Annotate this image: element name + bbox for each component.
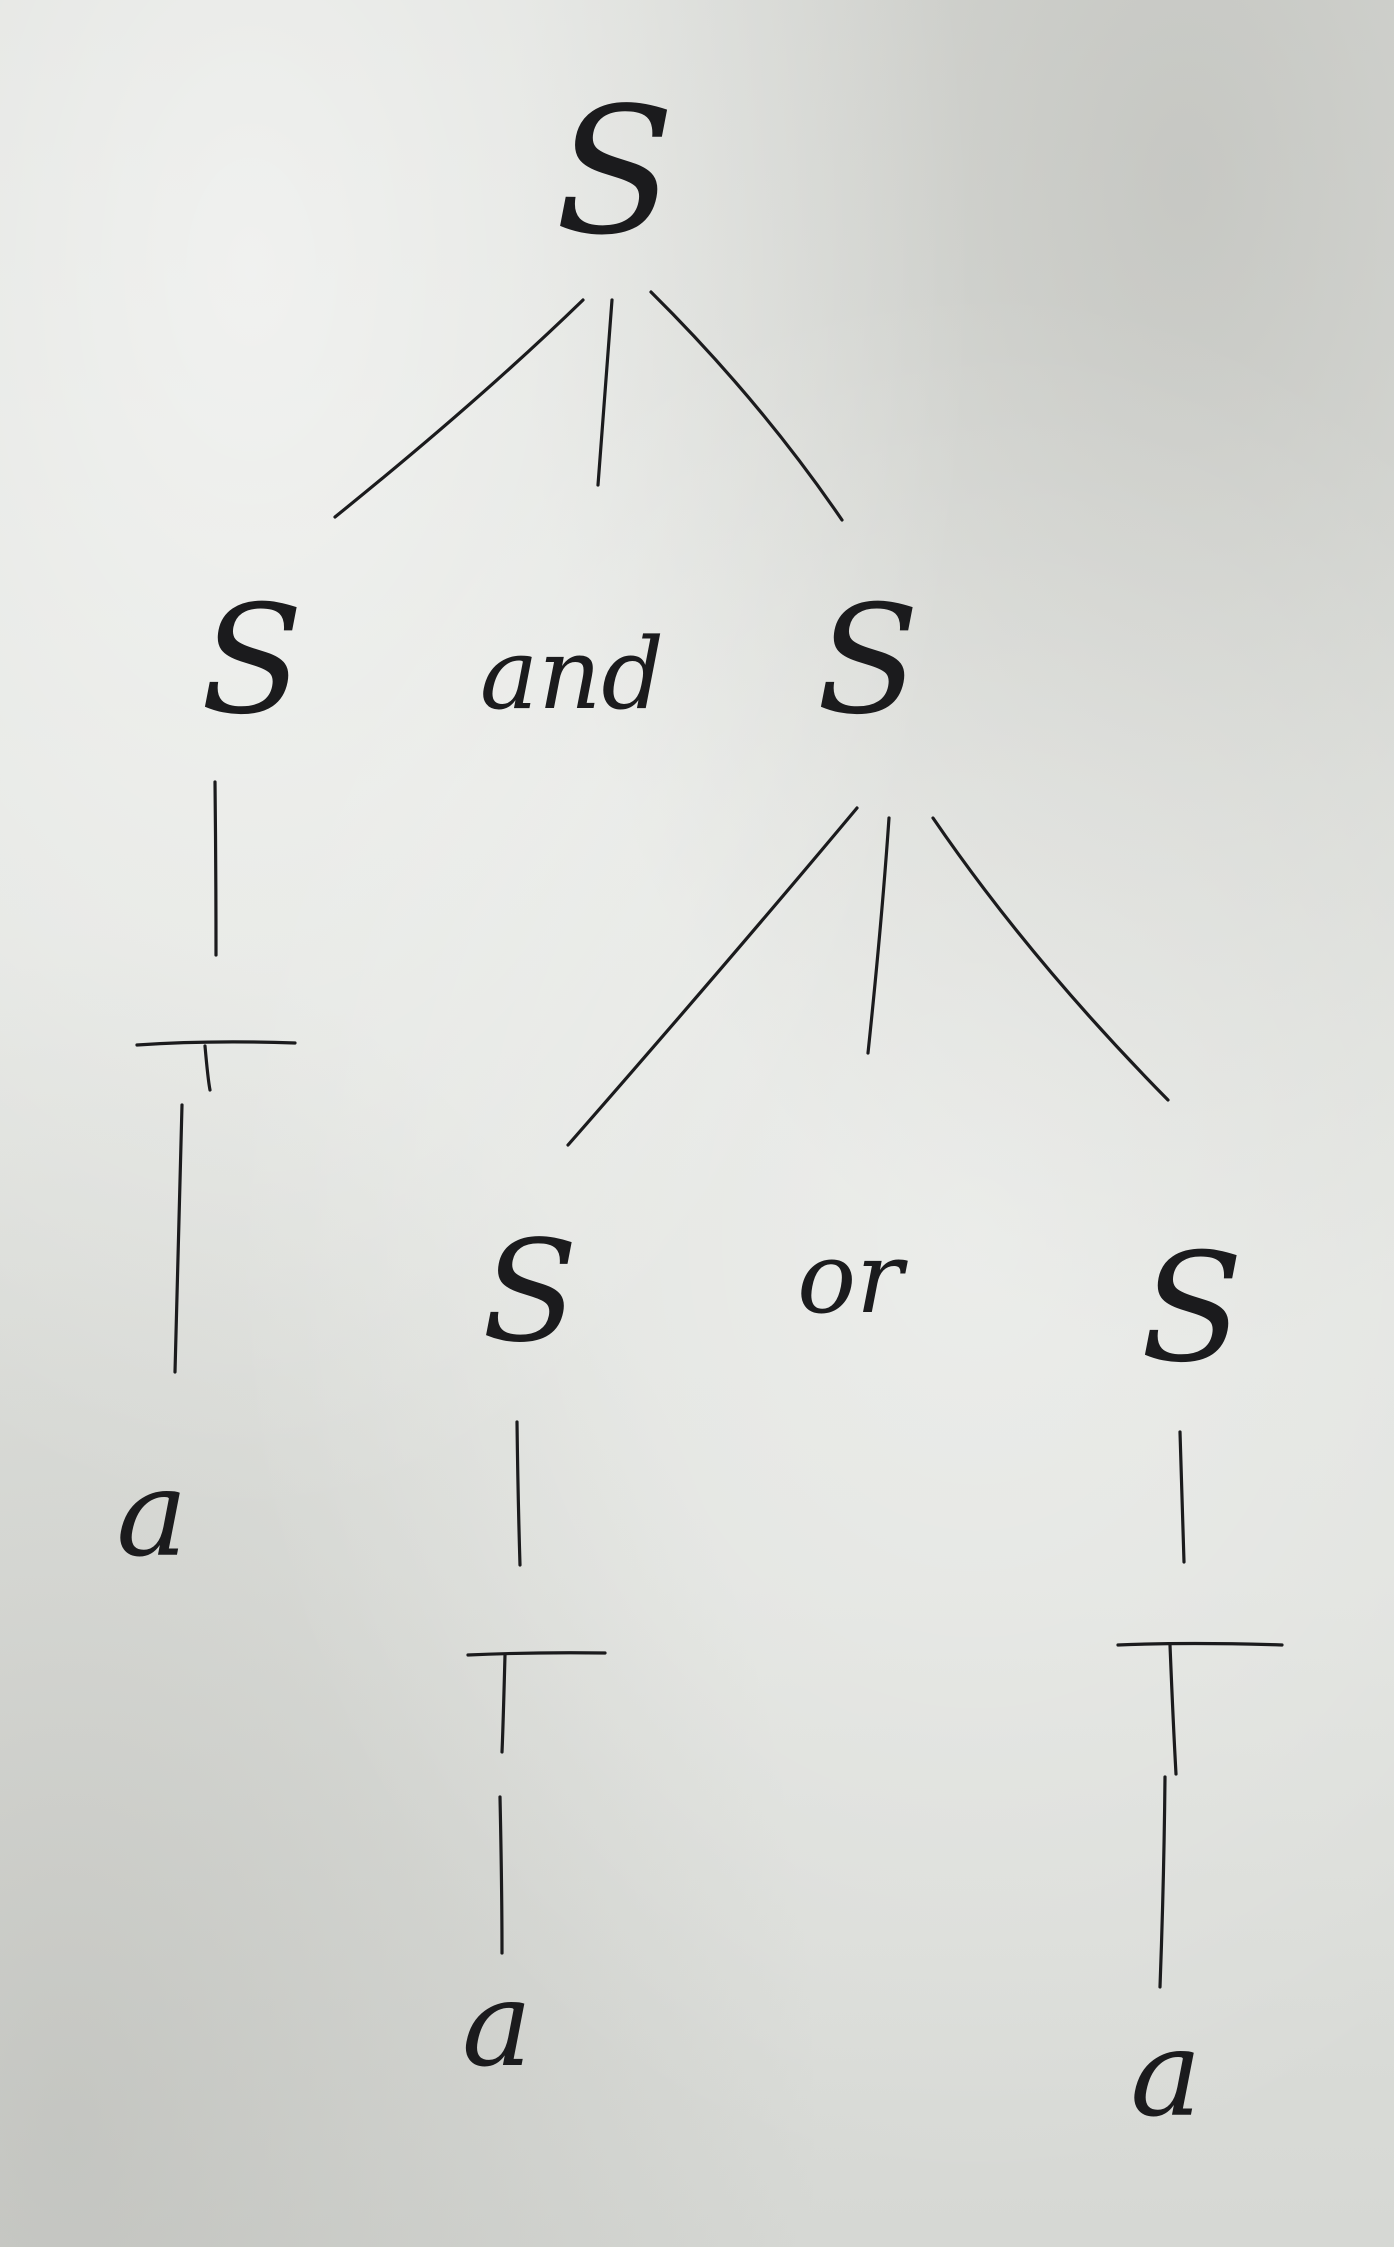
t-stem-inner-right xyxy=(1168,1643,1178,1776)
node-inner-right-a: a xyxy=(1130,2005,1202,2144)
edge-left-t-to-a xyxy=(173,1103,184,1374)
node-inner-left-s: S xyxy=(482,1211,578,1374)
tree-nodes: S S and S T a S or S T a T a xyxy=(116,71,1243,2144)
node-left-a: a xyxy=(116,1445,188,1584)
node-inner-left-a: a xyxy=(462,1955,532,2093)
edge-left-s-to-t xyxy=(213,780,218,957)
t-crossbar-inner-right xyxy=(1116,1641,1284,1647)
node-or: or xyxy=(797,1222,908,1336)
edge-inner-left-s-to-t xyxy=(515,1420,522,1567)
node-root-s: S xyxy=(555,71,675,274)
edge-root-to-right-s xyxy=(649,290,844,522)
t-stem-inner-left xyxy=(500,1653,507,1754)
edge-root-to-left-s xyxy=(333,298,585,519)
t-stem-left xyxy=(203,1044,212,1092)
edge-inner-left-t-to-a xyxy=(498,1795,504,1955)
t-stems xyxy=(203,1044,1178,1776)
tree-edges xyxy=(173,290,1186,1989)
node-left-s: S xyxy=(201,574,304,748)
node-inner-right-s: S xyxy=(1141,1222,1244,1396)
t-crossbars xyxy=(135,1040,1284,1657)
node-left-t: T xyxy=(216,1099,217,1101)
edge-right-s-to-inner-left-s xyxy=(566,806,859,1147)
node-inner-right-t: T xyxy=(1184,1699,1185,1701)
edge-right-s-to-inner-right-s xyxy=(931,816,1170,1102)
t-crossbar-left xyxy=(135,1040,297,1047)
node-inner-left-t: T xyxy=(520,1709,521,1711)
t-crossbar-inner-left xyxy=(466,1651,607,1657)
edge-inner-right-t-to-a xyxy=(1158,1775,1167,1989)
node-right-s: S xyxy=(817,574,920,748)
edge-root-to-and xyxy=(596,298,614,487)
edge-right-s-to-or xyxy=(866,816,891,1055)
node-and: and xyxy=(480,618,664,732)
edge-inner-right-s-to-t xyxy=(1178,1430,1186,1564)
